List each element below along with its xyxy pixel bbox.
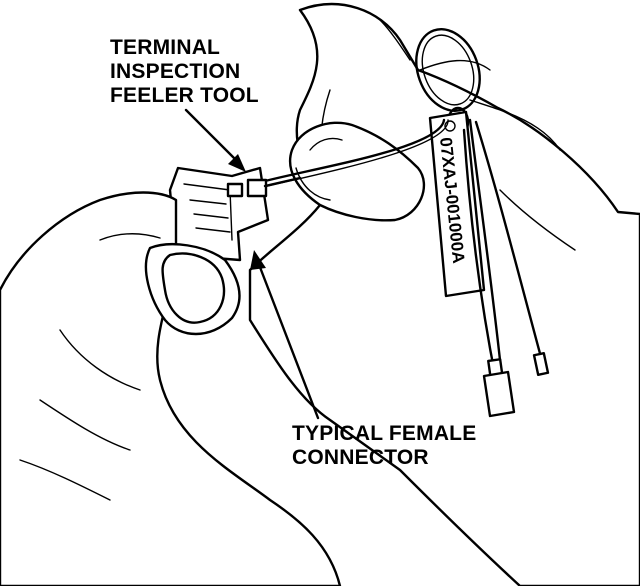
connector-callout: TYPICAL FEMALE CONNECTOR — [292, 422, 476, 470]
tool-label-line-1: TERMINAL — [110, 36, 221, 59]
left-hand — [0, 191, 342, 586]
tool-tag: 07XAJ-001000A — [428, 110, 486, 298]
connector-label-line-2: CONNECTOR — [292, 446, 429, 469]
tool-label-line-3: FEELER TOOL — [110, 84, 259, 107]
connector-label-line-1: TYPICAL FEMALE — [292, 422, 477, 445]
probe-wires — [248, 118, 550, 418]
tool-label-line-2: INSPECTION — [110, 60, 241, 83]
leader-lines — [184, 108, 320, 420]
tool-callout: TERMINAL INSPECTION FEELER TOOL — [110, 36, 259, 108]
